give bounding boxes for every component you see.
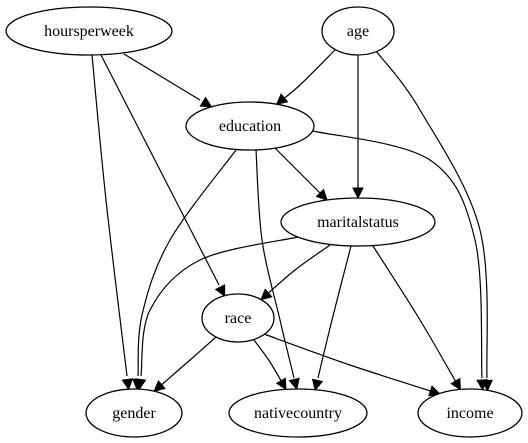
node-ellipse — [417, 388, 523, 438]
node-ellipse — [201, 293, 275, 343]
edge-line — [91, 54, 128, 377]
arrowhead-icon — [352, 187, 364, 200]
arrowhead-icon — [153, 379, 166, 393]
edge-age-to-education — [275, 49, 336, 106]
node-education: education — [185, 101, 315, 151]
arrowhead-icon — [134, 378, 147, 391]
node-label: age — [347, 23, 369, 40]
node-label: hoursperweek — [44, 23, 134, 40]
edge-line — [317, 245, 352, 379]
arrowhead-icon — [476, 379, 488, 392]
edge-hoursperweek-to-gender — [91, 54, 134, 391]
nodes-layer: hoursperweek age education maritalstatus rac… — [5, 6, 523, 438]
arrowhead-icon — [315, 188, 328, 201]
edges-layer — [91, 49, 493, 397]
edge-maritalstatus-to-income — [372, 245, 462, 391]
node-label: income — [446, 405, 493, 422]
edge-education-to-nativecountry — [255, 149, 300, 391]
edge-line — [263, 333, 441, 395]
node-label: race — [225, 310, 252, 327]
edge-line — [158, 336, 217, 388]
node-label: maritalstatus — [317, 214, 399, 231]
node-ellipse — [185, 101, 315, 151]
node-race: race — [201, 293, 275, 343]
edge-line — [255, 149, 295, 379]
node-income: income — [417, 388, 523, 438]
arrowhead-icon — [450, 377, 462, 391]
edge-education-to-maritalstatus — [274, 147, 328, 201]
edge-line — [140, 236, 299, 377]
edge-maritalstatus-to-race — [260, 244, 331, 301]
edge-hoursperweek-to-education — [123, 53, 213, 108]
node-label: education — [219, 118, 281, 135]
node-age: age — [321, 6, 395, 56]
edge-race-to-income — [263, 333, 442, 397]
node-label: nativecountry — [254, 405, 342, 422]
edge-race-to-nativecountry — [253, 339, 287, 391]
arrowhead-icon — [214, 284, 226, 298]
arrowhead-icon — [288, 377, 300, 391]
node-label: gender — [112, 405, 156, 422]
node-gender: gender — [85, 388, 183, 438]
node-hoursperweek: hoursperweek — [5, 6, 173, 56]
edge-line — [372, 245, 457, 383]
node-ellipse — [280, 197, 436, 247]
edge-line — [263, 244, 331, 298]
edge-education-to-income — [312, 130, 488, 392]
edge-race-to-gender — [153, 336, 217, 393]
arrowhead-icon — [275, 93, 289, 106]
edge-line — [137, 149, 237, 377]
node-ellipse — [5, 6, 173, 56]
node-nativecountry: nativecountry — [228, 388, 368, 438]
edge-maritalstatus-to-nativecountry — [311, 245, 352, 392]
arrowhead-icon — [121, 378, 134, 391]
edge-line — [274, 147, 321, 194]
node-maritalstatus: maritalstatus — [280, 197, 436, 247]
arrowhead-icon — [260, 288, 273, 301]
edge-age-to-maritalstatus — [352, 55, 364, 200]
edge-maritalstatus-to-gender — [134, 236, 299, 391]
node-ellipse — [321, 6, 395, 56]
edge-line — [312, 130, 483, 379]
arrowhead-icon — [311, 378, 324, 392]
edge-line — [375, 50, 488, 379]
arrowhead-icon — [199, 96, 213, 108]
edge-line — [123, 53, 201, 101]
node-ellipse — [228, 388, 368, 438]
node-ellipse — [85, 388, 183, 438]
arrowhead-icon — [275, 377, 287, 391]
